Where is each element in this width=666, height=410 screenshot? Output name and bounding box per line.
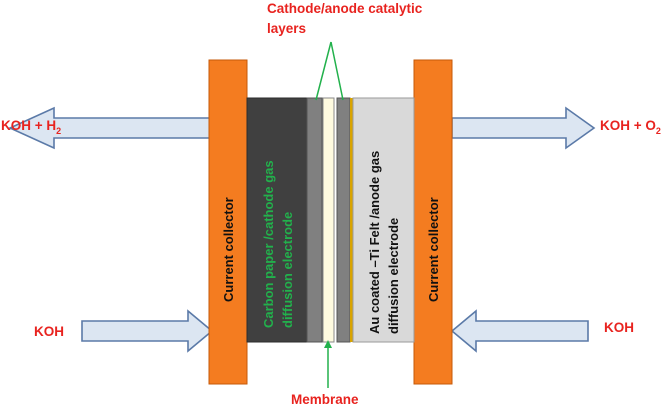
gold-coating-strip [350, 98, 353, 342]
anode-label-line2: diffusion electrode [386, 218, 401, 334]
inlet-arrow-right [450, 309, 589, 353]
membrane-layer [322, 97, 335, 343]
inlet-arrow-left [81, 309, 214, 353]
right-current-collector-label: Current collector [426, 197, 441, 302]
inlet-right-label: KOH [604, 320, 634, 335]
catalytic-layers-label-line1: Cathode/anode catalytic [267, 1, 423, 16]
cathode-catalytic-layer [306, 97, 323, 343]
cathode-label-line2: diffusion electrode [280, 212, 295, 328]
inlet-left-label: KOH [34, 324, 64, 339]
membrane-label: Membrane [291, 392, 359, 407]
catalytic-layers-label-line2: layers [267, 21, 306, 36]
anode-label-line1: Au coated –Ti Felt /anode gas [367, 151, 382, 334]
anode-catalytic-layer [336, 97, 351, 343]
left-current-collector-label: Current collector [221, 197, 236, 302]
membrane-pointer-head [324, 340, 332, 348]
catalytic-pointer-left [315, 41, 332, 101]
outlet-arrow-left [8, 106, 211, 150]
catalytic-pointer-right [330, 41, 344, 101]
cathode-gas-diffusion-electrode [246, 97, 308, 343]
outlet-left-label: KOH + H2 [1, 118, 61, 136]
anode-gas-diffusion-electrode [352, 97, 415, 343]
outlet-arrow-right [451, 106, 596, 150]
left-current-collector [208, 59, 248, 385]
cathode-label-line1: Carbon paper /cathode gas [261, 160, 276, 328]
outlet-right-label: KOH + O2 [600, 118, 661, 136]
